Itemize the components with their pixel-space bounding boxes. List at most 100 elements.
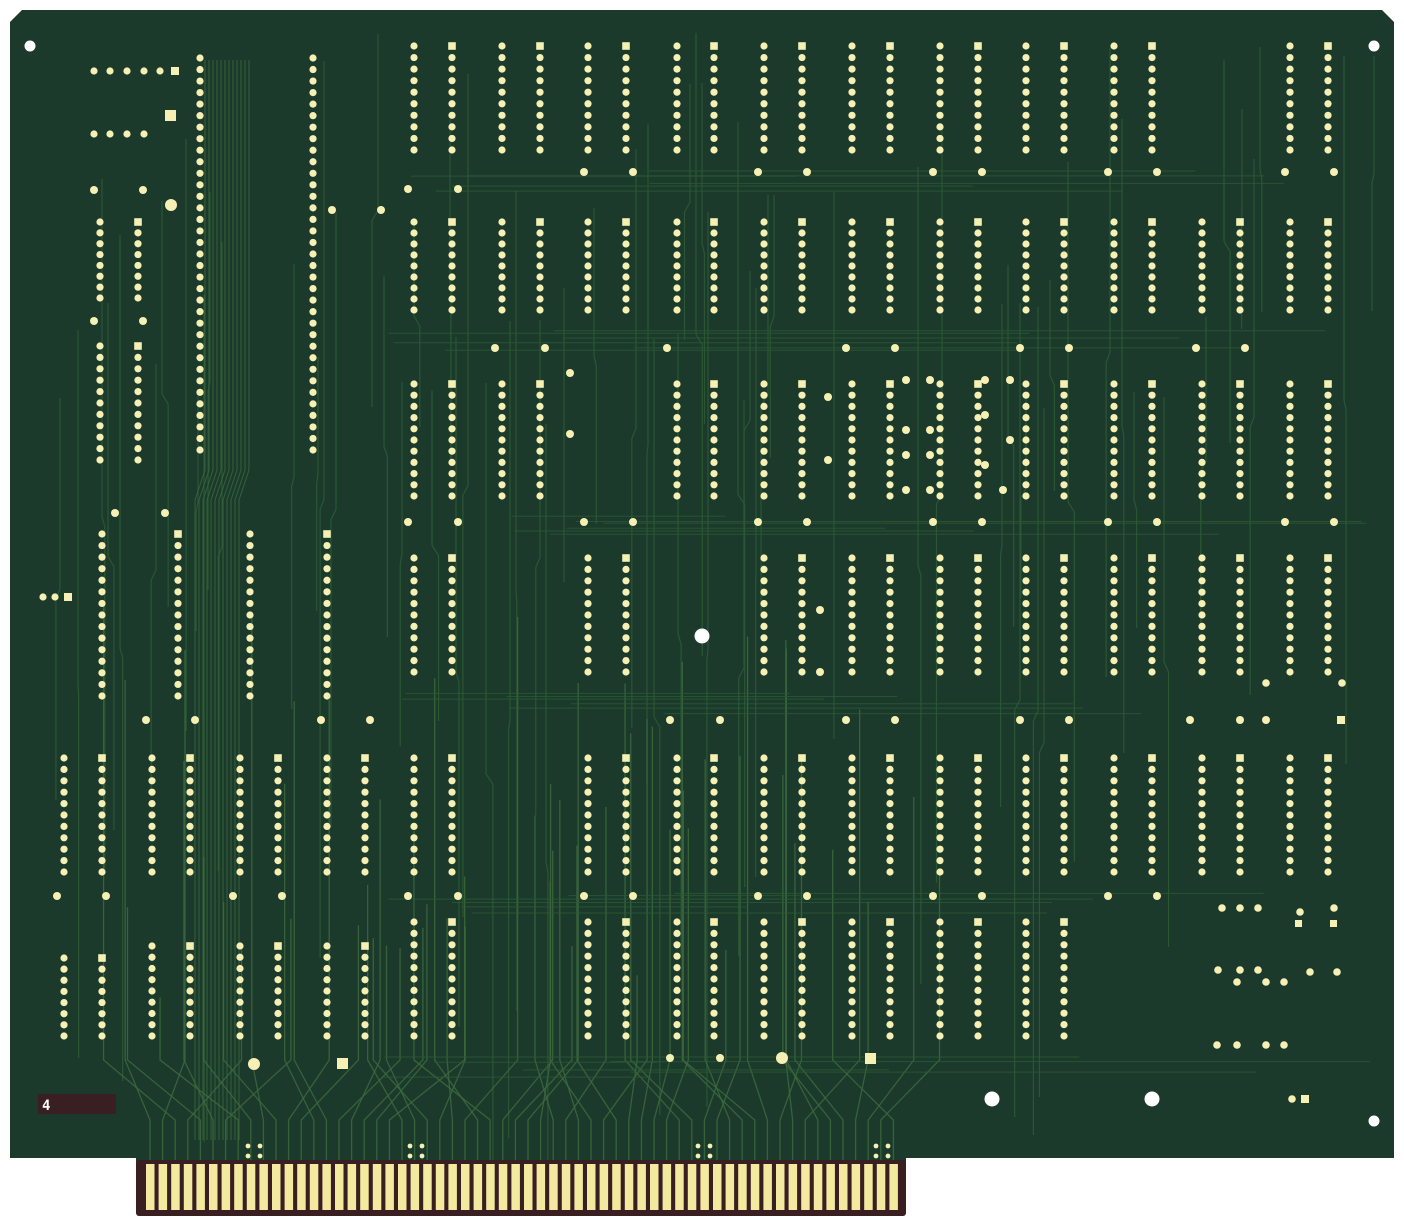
chip-pad — [498, 251, 506, 259]
chip-pad — [1022, 941, 1030, 949]
chip-pad — [1110, 857, 1118, 865]
chip-pad — [798, 668, 806, 676]
chip-pad — [1148, 481, 1156, 489]
chip-pad — [710, 273, 718, 281]
chip-pad — [886, 777, 894, 785]
chip-pad — [309, 181, 317, 189]
trace — [230, 60, 242, 1140]
chip-pad — [936, 470, 944, 478]
chip-pad — [1198, 262, 1206, 270]
chip-pad — [760, 218, 768, 226]
chip-pad — [498, 492, 506, 500]
chip-pad — [710, 123, 718, 131]
chip-pin-1-pad — [886, 42, 894, 50]
chip-pad — [798, 414, 806, 422]
chip-pad — [974, 425, 982, 433]
header-pad — [51, 593, 59, 601]
chip-pad — [760, 634, 768, 642]
chip-pad — [886, 65, 894, 73]
chip-pad — [361, 777, 369, 785]
chip-pad — [536, 273, 544, 281]
chip-pad — [936, 273, 944, 281]
chip-pad — [410, 470, 418, 478]
chip-pad — [186, 822, 194, 831]
chip-pad — [974, 634, 982, 642]
chip-pad — [760, 447, 768, 455]
chip-pad — [448, 868, 456, 876]
chip-pad — [622, 1009, 630, 1017]
connector-trace — [804, 709, 861, 1164]
capacitor-pad — [53, 892, 61, 900]
chip-pad — [848, 929, 856, 938]
chip-pad — [886, 941, 894, 949]
chip-pad — [760, 295, 768, 303]
chip-pin-1-pad — [974, 754, 982, 762]
edge-connector-finger — [662, 1164, 672, 1210]
trace — [383, 276, 388, 637]
chip-pad — [1060, 952, 1068, 960]
chip-pad — [1148, 834, 1156, 842]
chip-pad — [448, 1021, 456, 1029]
chip-pad — [886, 53, 894, 62]
chip-pad — [673, 834, 681, 842]
capacitor-pad — [580, 892, 588, 900]
capacitor-pad — [803, 518, 811, 526]
trace — [1259, 47, 1263, 312]
chip-pad — [196, 65, 204, 74]
capacitor-pad — [803, 168, 811, 176]
dip-chip — [1286, 754, 1332, 876]
capacitor-pad — [842, 344, 850, 352]
chip-pad — [1022, 111, 1030, 119]
chip-pad — [673, 998, 681, 1006]
chip-pad — [1286, 53, 1294, 62]
connector-trace — [102, 600, 176, 1164]
edge-connector-finger — [297, 1164, 306, 1210]
chip-pad — [760, 53, 768, 62]
chip-pad — [196, 181, 204, 189]
chip-pad — [710, 492, 718, 500]
chip-pin-1-pad — [1324, 218, 1332, 226]
chip-pad — [1236, 645, 1244, 653]
chip-pad — [1110, 470, 1118, 478]
chip-pad — [710, 88, 718, 96]
chip-pad — [448, 986, 456, 995]
chip-pad — [622, 952, 630, 960]
dip-chip — [1022, 380, 1068, 500]
chip-pad — [886, 295, 894, 303]
chip-pad — [673, 941, 681, 949]
chip-pad — [886, 402, 894, 410]
chip-pin-1-pad — [1148, 380, 1156, 388]
chip-pad — [410, 240, 418, 248]
chip-pad — [361, 976, 369, 984]
chip-pad — [848, 588, 856, 596]
chip-pad — [760, 262, 768, 270]
chip-pad — [1110, 251, 1118, 259]
chip-pad — [710, 845, 718, 853]
chip-pad — [1022, 588, 1030, 596]
chip-pad — [798, 975, 806, 983]
connector-trace — [549, 881, 592, 1164]
chip-pad — [673, 1021, 681, 1029]
chip-pad — [1022, 391, 1030, 399]
chip-pad — [1148, 146, 1156, 154]
capacitor-pad — [1236, 716, 1244, 724]
chip-pad — [1022, 600, 1030, 608]
misc-pads-layer — [39, 67, 1346, 1159]
chip-pad — [1060, 240, 1068, 248]
chip-pad — [410, 975, 418, 983]
chip-pad — [1022, 77, 1030, 85]
chip-pad — [96, 261, 104, 270]
chip-pad — [186, 765, 194, 774]
edge-connector-finger — [826, 1164, 835, 1210]
chip-pad — [1324, 262, 1332, 270]
chip-pad — [1198, 868, 1206, 876]
chip-pad — [673, 284, 681, 292]
capacitor-pad — [978, 518, 986, 526]
capacitor-pad — [1281, 518, 1289, 526]
chip-pad — [710, 146, 718, 154]
chip-pad — [974, 436, 982, 444]
capacitor-pad — [1281, 168, 1289, 176]
display-pad — [926, 486, 934, 494]
chip-pad — [848, 414, 856, 422]
chip-pad — [1286, 754, 1294, 762]
